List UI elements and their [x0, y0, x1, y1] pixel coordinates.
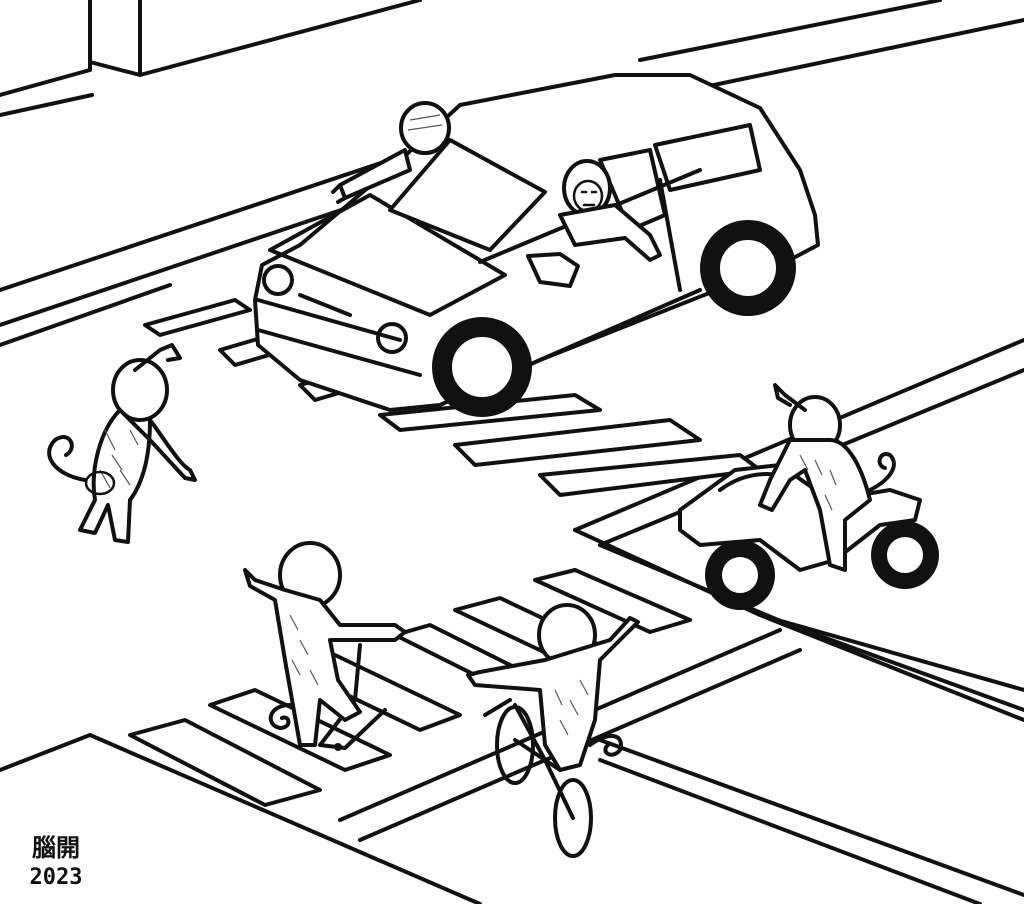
car [253, 73, 820, 417]
bicycle-monkey [466, 603, 640, 772]
crosswalk-bottom [128, 568, 692, 807]
motorcycle [678, 463, 939, 610]
scooter-monkey [243, 541, 407, 751]
rider-monkey [758, 383, 896, 572]
monkey-behind-car [331, 101, 451, 204]
driver-monkey [558, 159, 662, 262]
bicycle [483, 698, 593, 858]
buildings [0, 0, 422, 117]
signature-name: 腦開 [32, 834, 80, 862]
standing-monkey [47, 343, 197, 544]
signature-year: 2023 [29, 865, 83, 890]
artist-signature: 腦開 2023 [26, 833, 86, 893]
